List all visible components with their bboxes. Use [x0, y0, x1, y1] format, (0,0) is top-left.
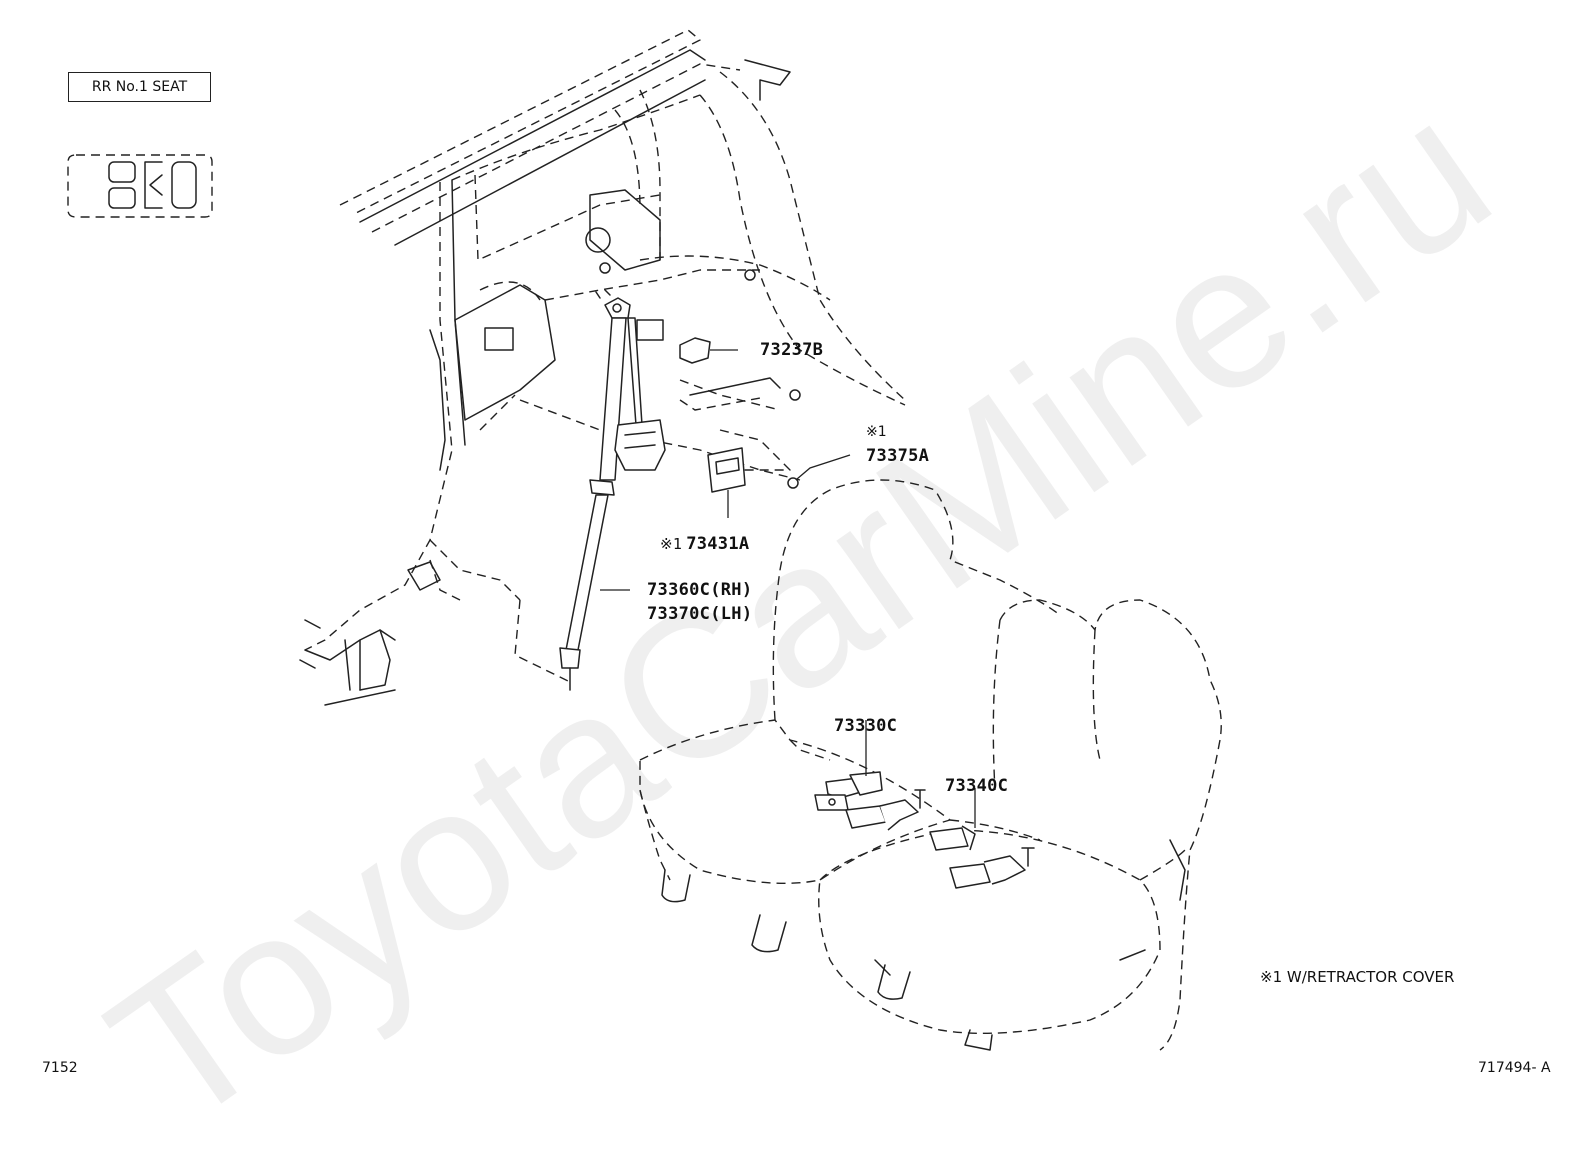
- diagram-code-right: 717494- A: [1478, 1060, 1551, 1076]
- part-number-73431A: 73431A: [686, 534, 750, 554]
- part-73431A-cover: [707, 429, 791, 518]
- part-label-73370C: 73370C(LH): [647, 604, 753, 624]
- part-label-73375A: 73375A: [866, 446, 930, 466]
- buckle-73330C: [814, 720, 926, 831]
- floor-panel: [299, 394, 801, 706]
- seat-layout-icon: [67, 154, 213, 218]
- rear-seat: [639, 479, 1222, 1051]
- part-label-73340C: 73340C: [945, 776, 1009, 796]
- part-73237B-clip: [679, 337, 738, 364]
- retractor-cover-legend: ※1 W/RETRACTOR COVER: [1260, 968, 1455, 986]
- buckle-73340C: [929, 788, 1035, 889]
- diagram-drawing: [67, 29, 1222, 1051]
- part-note-73431A: ※1: [660, 535, 683, 553]
- quarter-panel: [304, 59, 906, 651]
- outer-seat-belt: [559, 289, 666, 691]
- diagram-code-left: 7152: [42, 1060, 78, 1076]
- seat-position-label: RR No.1 SEAT: [68, 72, 211, 102]
- body-roof-rail: [339, 29, 741, 246]
- part-note-73375A: ※1: [866, 424, 887, 440]
- part-label-73237B: 73237B: [760, 340, 824, 360]
- part-label-73330C: 73330C: [834, 716, 898, 736]
- part-label-73360C: 73360C(RH): [647, 580, 753, 600]
- parts-diagram: ToyotaCarMine.ru RR No.1 SEAT: [42, 29, 1551, 1170]
- part-73375A-screw: [787, 454, 851, 489]
